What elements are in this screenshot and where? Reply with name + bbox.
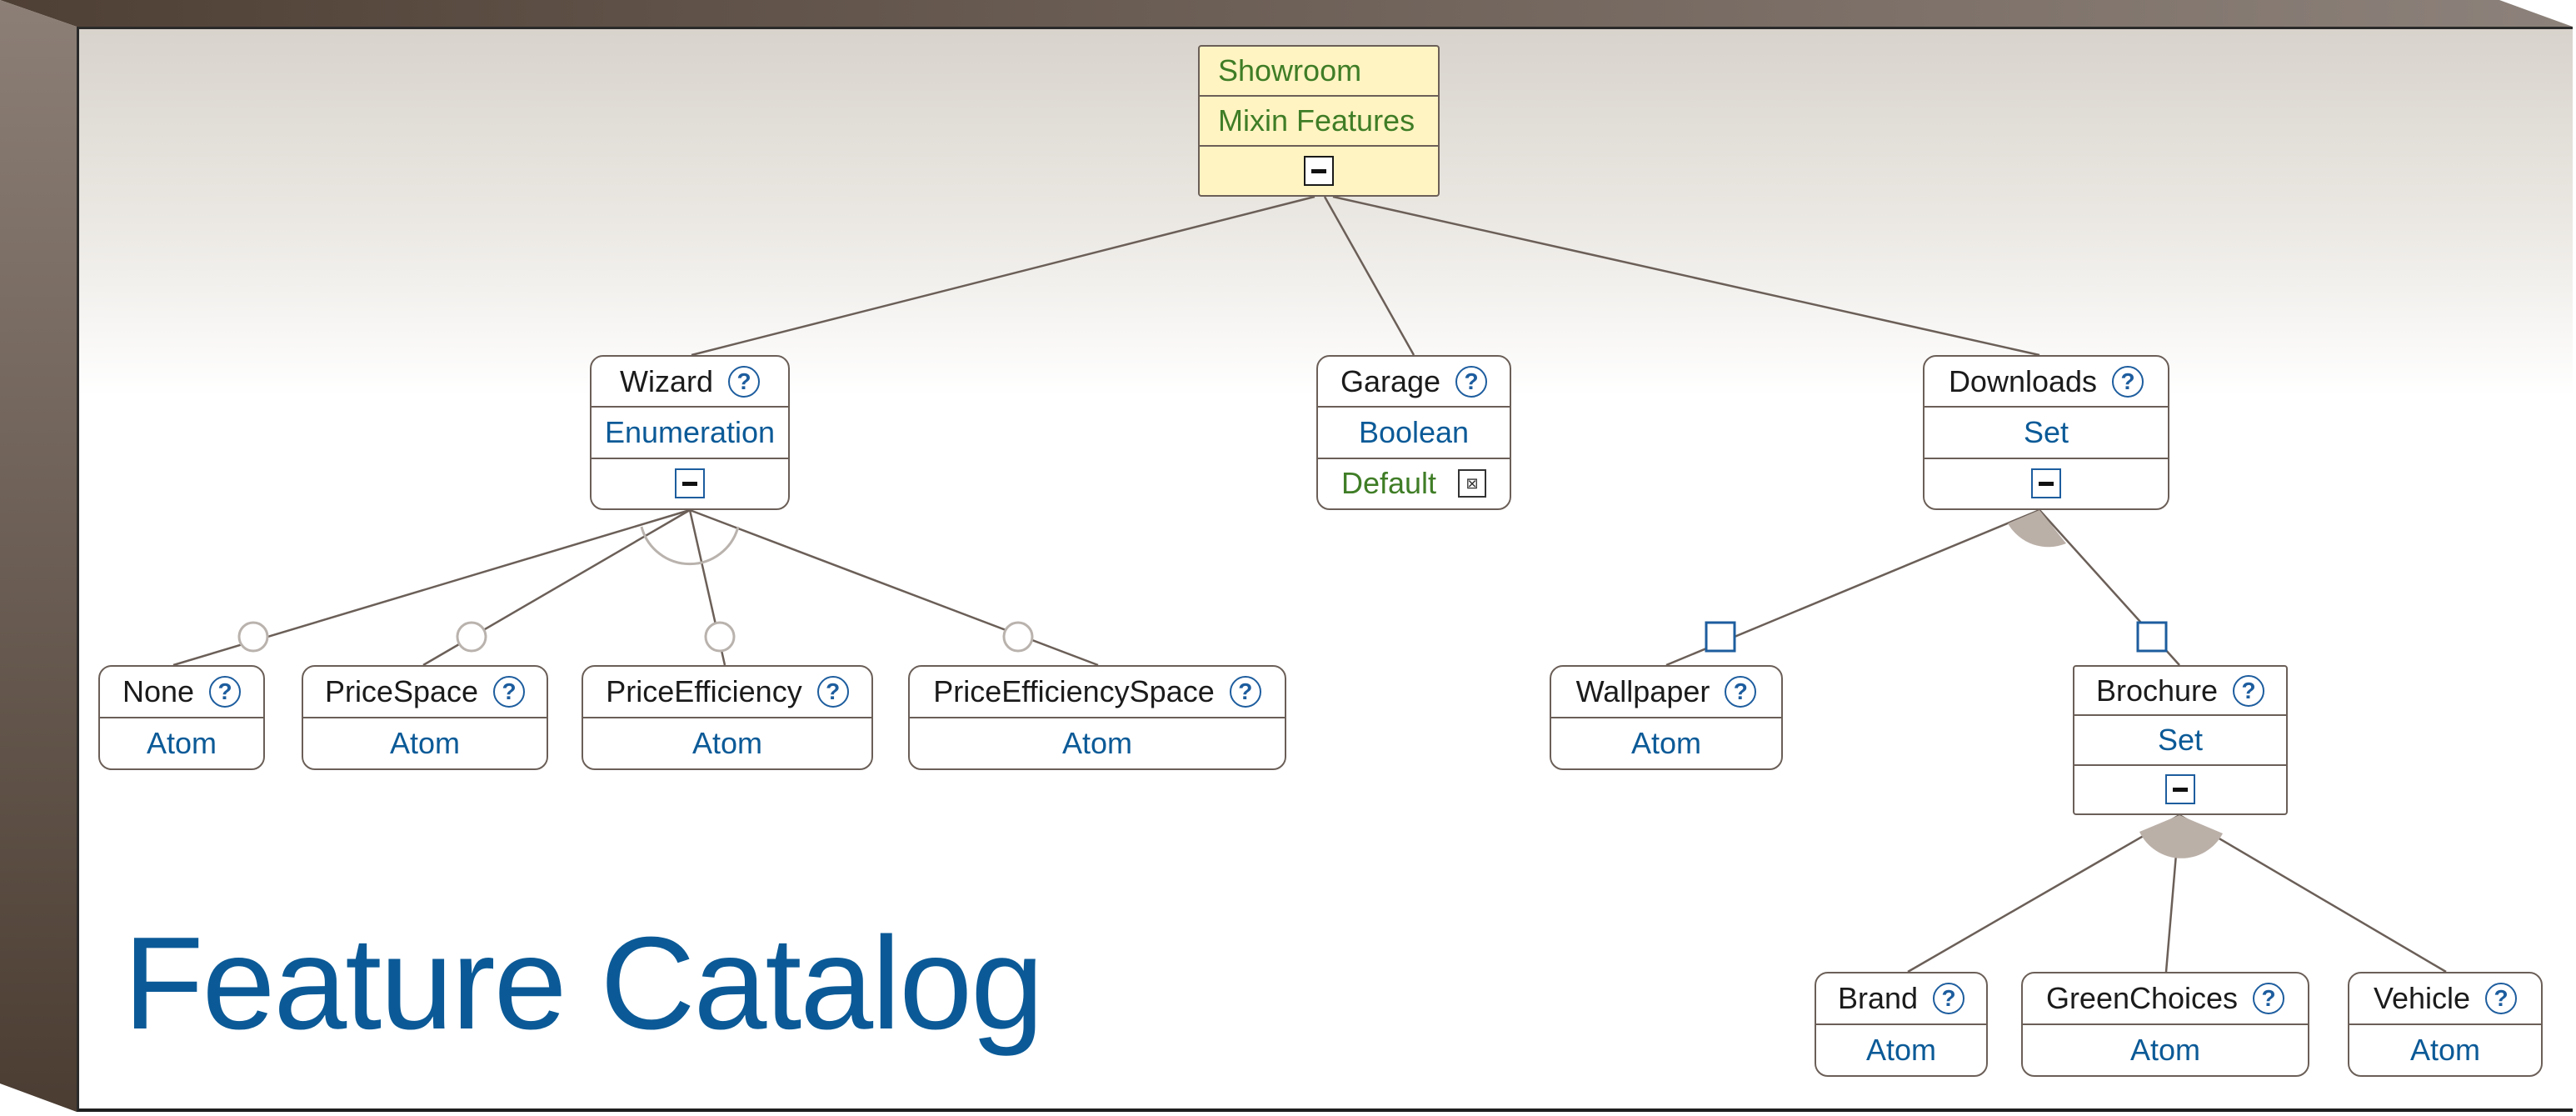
help-icon[interactable]: ? <box>1933 983 1965 1014</box>
link-brochure-brand <box>1907 813 2180 973</box>
feature-name: PriceSpace <box>324 674 479 708</box>
feature-node-greenchoices[interactable]: GreenChoices? Atom <box>2021 972 2309 1077</box>
feature-type: Atom <box>1865 1033 1937 1067</box>
optional-circle-icon <box>456 621 487 653</box>
feature-type: Set <box>2157 722 2204 757</box>
collapse-minus-icon[interactable] <box>2165 774 2195 805</box>
link-root-downloads <box>1332 195 2040 357</box>
feature-node-wallpaper[interactable]: Wallpaper? Atom <box>1550 665 1783 770</box>
feature-type: Atom <box>2129 1033 2201 1067</box>
collapse-minus-icon[interactable] <box>675 468 705 499</box>
set-member-square-icon <box>2136 621 2168 653</box>
help-icon[interactable]: ? <box>816 676 849 708</box>
feature-node-pricespace[interactable]: PriceSpace? Atom <box>302 665 548 770</box>
feature-node-garage[interactable]: Garage? Boolean Default ⊠ <box>1316 355 1511 510</box>
help-icon[interactable]: ? <box>2233 674 2265 707</box>
optional-circle-icon <box>704 621 736 653</box>
root-name: Showroom <box>1200 47 1438 97</box>
alternative-arc-icon <box>640 526 740 566</box>
link-root-garage <box>1323 196 1415 356</box>
feature-type: Boolean <box>1358 414 1470 449</box>
feature-name: GreenChoices <box>2045 981 2239 1015</box>
feature-type: Atom <box>146 726 217 760</box>
optional-circle-icon <box>237 621 269 653</box>
feature-name: Vehicle <box>2373 981 2471 1015</box>
feature-type: Atom <box>691 726 763 760</box>
help-icon[interactable]: ? <box>209 676 242 708</box>
feature-type: Atom <box>389 726 461 760</box>
or-group-arc-icon <box>2008 510 2066 548</box>
feature-node-priceefficiency[interactable]: PriceEfficiency? Atom <box>582 665 873 770</box>
feature-node-vehicle[interactable]: Vehicle? Atom <box>2348 972 2543 1077</box>
or-group-arc-icon <box>2139 815 2223 858</box>
help-icon[interactable]: ? <box>2112 365 2144 398</box>
feature-type: Set <box>2023 414 2069 449</box>
feature-node-brand[interactable]: Brand? Atom <box>1815 972 1988 1077</box>
feature-node-priceefficiencyspace[interactable]: PriceEfficiencySpace? Atom <box>908 665 1286 770</box>
feature-name: Wizard <box>619 363 713 398</box>
feature-type: Atom <box>2409 1033 2481 1067</box>
link-brochure-vehicle <box>2179 813 2447 973</box>
feature-name: None <box>122 674 195 708</box>
feature-type: Atom <box>1630 726 1702 760</box>
feature-name: Brand <box>1837 981 1919 1015</box>
feature-node-brochure[interactable]: Brochure? Set <box>2073 665 2288 815</box>
collapse-minus-icon[interactable] <box>2031 468 2061 499</box>
help-icon[interactable]: ? <box>1725 676 1757 708</box>
feature-node-wizard[interactable]: Wizard? Enumeration <box>590 355 790 510</box>
set-member-square-icon <box>1705 621 1736 653</box>
default-checkbox[interactable]: ⊠ <box>1458 469 1487 498</box>
link-root-wizard <box>691 195 1315 357</box>
feature-node-downloads[interactable]: Downloads? Set <box>1923 355 2169 510</box>
default-label: Default <box>1340 466 1437 501</box>
feature-name: Wallpaper <box>1575 674 1710 708</box>
help-icon[interactable]: ? <box>2253 983 2285 1014</box>
feature-node-none[interactable]: None? Atom <box>98 665 265 770</box>
root-subtitle: Mixin Features <box>1200 97 1438 147</box>
feature-type: Atom <box>1061 726 1133 760</box>
feature-name: Garage <box>1340 363 1441 398</box>
link-wizard-priceefficiencyspace <box>689 508 1099 667</box>
help-icon[interactable]: ? <box>493 676 526 708</box>
help-icon[interactable]: ? <box>1455 365 1488 398</box>
optional-circle-icon <box>1002 621 1034 653</box>
feature-name: PriceEfficiencySpace <box>933 674 1215 708</box>
catalog-title: Feature Catalog <box>123 910 1044 1057</box>
help-icon[interactable]: ? <box>1229 676 1261 708</box>
help-icon[interactable]: ? <box>2485 983 2518 1014</box>
feature-name: Brochure <box>2095 673 2219 708</box>
feature-name: Downloads <box>1948 363 2098 398</box>
feature-type: Enumeration <box>604 414 776 449</box>
feature-name: PriceEfficiency <box>606 674 802 708</box>
collapse-minus-icon[interactable] <box>1304 156 1334 186</box>
root-node-showroom[interactable]: Showroom Mixin Features <box>1198 45 1440 197</box>
help-icon[interactable]: ? <box>728 365 760 398</box>
